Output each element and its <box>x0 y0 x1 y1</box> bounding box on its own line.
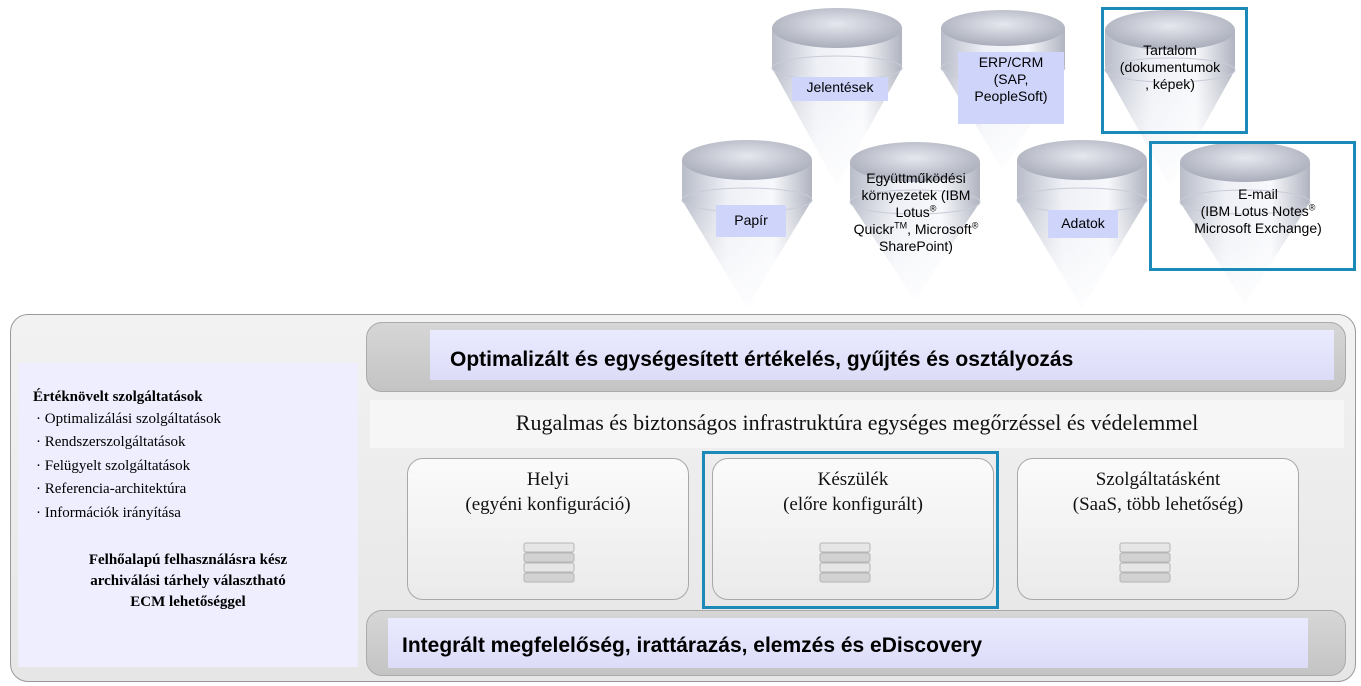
funnel-email-icon <box>1179 142 1311 304</box>
source-label-collaboration: Együttműködési környezetek (IBM Lotus® Q… <box>842 168 990 274</box>
funnel-collab-icon <box>849 142 981 300</box>
services-item: Felügyelt szolgáltatások <box>36 458 190 475</box>
source-label-reports: Jelentések <box>792 77 888 101</box>
option-title: Szolgáltatásként(SaaS, több lehetőség) <box>1072 469 1244 515</box>
content-line-3: , képek) <box>1145 76 1195 92</box>
top-band-highlight <box>430 330 1334 380</box>
highlight-email <box>1149 141 1356 271</box>
option-appliance: Készülék(előre konfigurált) <box>712 458 994 600</box>
registered-mark: ® <box>929 203 937 214</box>
collab-line-4: SharePoint) <box>879 238 953 254</box>
funnel-content-icon <box>1104 10 1236 186</box>
bottom-band-text: Integrált megfelelőség, irattárazás, ele… <box>402 634 983 657</box>
option-title: Készülék(előre konfigurált) <box>783 469 923 515</box>
services-item: Optimalizálási szolgáltatások <box>36 411 221 428</box>
collab-line-3: QuickrTM, Microsoft® <box>853 220 979 237</box>
infrastructure-text: Rugalmas és biztonságos infrastruktúra e… <box>515 410 1199 435</box>
collab-line-2: környezetek (IBM Lotus® <box>861 187 971 220</box>
collab-line-1: Együttműködési <box>866 170 966 186</box>
email-line-1: E-mail <box>1238 186 1278 202</box>
highlight-appliance <box>702 451 999 609</box>
email-line-3: Microsoft Exchange) <box>1194 220 1322 236</box>
erp-line-2: (SAP, <box>993 71 1029 87</box>
highlight-content <box>1101 7 1248 134</box>
infrastructure-band: Rugalmas és biztonságos infrastruktúra e… <box>370 400 1344 448</box>
source-label-paper: Papír <box>716 205 786 237</box>
registered-mark: ® <box>971 220 979 231</box>
content-line-1: Tartalom <box>1143 42 1197 58</box>
services-title: Értéknövelt szolgáltatások <box>33 389 203 405</box>
server-stack-icon <box>523 542 575 583</box>
services-item: Információk irányítása <box>36 505 181 522</box>
email-line-2: (IBM Lotus Notes® <box>1200 202 1316 219</box>
source-label-data: Adatok <box>1048 210 1118 238</box>
services-item: Referencia-architektúra <box>36 481 187 498</box>
bottom-band-highlight <box>388 618 1308 668</box>
services-footer: Felhőalapú felhasználásra kész archiválá… <box>88 552 288 610</box>
registered-mark: ® <box>1308 202 1316 213</box>
source-label-email: E-mail (IBM Lotus Notes® Microsoft Excha… <box>1172 184 1344 256</box>
content-line-2: (dokumentumok <box>1119 59 1221 75</box>
erp-line-1: ERP/CRM <box>978 54 1044 70</box>
server-stack-icon <box>1119 542 1171 583</box>
source-label-content: Tartalom (dokumentumok , képek) <box>1108 40 1232 112</box>
trademark-mark: TM <box>894 220 908 231</box>
top-band-text: Optimalizált és egységesített értékelés,… <box>450 348 1074 371</box>
option-on-premise: Helyi(egyéni konfiguráció) <box>407 458 689 600</box>
option-title: Helyi(egyéni konfiguráció) <box>465 469 631 515</box>
source-label-erp: ERP/CRM (SAP, PeopleSoft) <box>958 52 1064 124</box>
value-added-services: Értéknövelt szolgáltatások Optimalizálás… <box>18 363 358 667</box>
option-saas: Szolgáltatásként(SaaS, több lehetőség) <box>1017 458 1299 600</box>
services-item: Rendszerszolgáltatások <box>36 434 186 451</box>
erp-line-3: PeopleSoft) <box>974 88 1048 104</box>
server-stack-icon <box>819 542 871 583</box>
